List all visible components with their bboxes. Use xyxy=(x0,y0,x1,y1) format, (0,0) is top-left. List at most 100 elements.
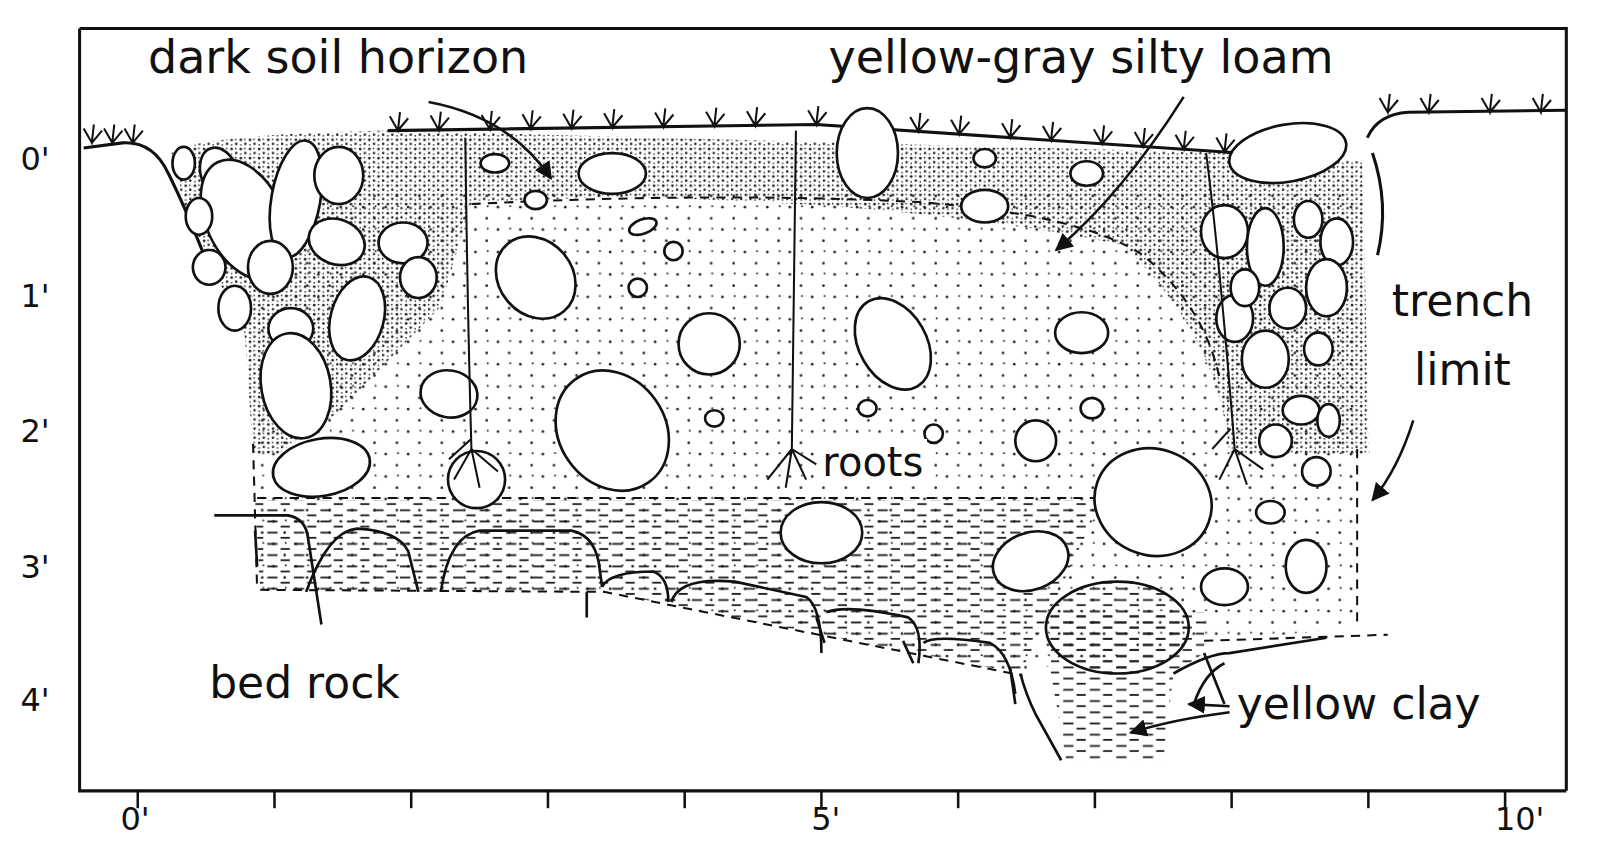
stone xyxy=(579,153,646,194)
stone xyxy=(479,220,592,334)
grass-tuft xyxy=(910,113,928,131)
dark-soil-area xyxy=(171,131,1369,454)
stone xyxy=(1201,568,1248,605)
depth-tick-label: 0' xyxy=(20,141,49,178)
depth-tick-label: 1' xyxy=(20,278,49,315)
stone xyxy=(1201,205,1248,258)
stone xyxy=(961,190,1008,223)
grass-tuft xyxy=(808,106,826,124)
stone xyxy=(629,279,647,297)
grass-tuft xyxy=(1094,125,1112,143)
stone xyxy=(302,211,371,273)
stone xyxy=(248,241,293,294)
stone xyxy=(1304,333,1333,366)
stone xyxy=(679,313,740,374)
stone xyxy=(858,400,876,416)
stone xyxy=(186,198,213,235)
axis-tick xyxy=(957,791,960,808)
axis-tick xyxy=(410,791,413,808)
clay-band xyxy=(255,500,1102,673)
stone xyxy=(1081,398,1103,418)
axis-tick xyxy=(1094,791,1097,808)
trench-label: trench limit xyxy=(1374,267,1550,403)
horizon-boundaries xyxy=(253,197,1388,675)
stone xyxy=(627,215,659,238)
stone xyxy=(193,250,226,285)
grass-tuft xyxy=(1043,122,1061,140)
horizon-label: dark soil horizon xyxy=(148,31,528,84)
stone xyxy=(837,108,898,198)
stone xyxy=(1225,115,1351,192)
stone xyxy=(1269,288,1306,329)
grass-tuft xyxy=(1135,128,1153,146)
stone xyxy=(1070,161,1103,185)
stone xyxy=(1055,312,1108,353)
frame xyxy=(80,29,1567,791)
axis-tick xyxy=(1230,791,1233,808)
stone xyxy=(705,410,723,426)
stone xyxy=(400,257,437,298)
grass-tuft xyxy=(124,124,142,142)
stone xyxy=(524,191,546,209)
stone xyxy=(172,147,194,180)
stone xyxy=(448,451,505,508)
distance-tick-label: 0' xyxy=(120,801,149,838)
axis-tick xyxy=(547,791,550,808)
stone xyxy=(320,270,393,367)
stone xyxy=(664,242,682,260)
grass-tuft xyxy=(1216,133,1234,151)
grass-tuft xyxy=(84,124,102,142)
stone xyxy=(1306,259,1347,316)
bedrock-label: bed rock xyxy=(209,658,400,709)
stone xyxy=(781,502,863,563)
grass-tuft xyxy=(431,112,449,130)
depth-tick-label: 3' xyxy=(20,549,49,586)
roots-label: roots xyxy=(818,439,927,485)
stone xyxy=(984,521,1076,601)
stone xyxy=(532,348,692,513)
stone xyxy=(1231,269,1260,306)
stone xyxy=(1079,432,1227,572)
grass-tuft xyxy=(1533,94,1551,112)
stone xyxy=(1286,540,1327,593)
stone xyxy=(253,327,340,444)
grass-tuft xyxy=(563,110,581,128)
stone xyxy=(218,286,251,331)
stone xyxy=(1283,396,1320,425)
leader-arrows xyxy=(429,97,1414,733)
distance-tick-label: 5' xyxy=(811,801,840,838)
grass-tuft xyxy=(390,112,408,130)
stone xyxy=(314,147,363,204)
roots xyxy=(449,131,1263,488)
grass-tuft xyxy=(706,108,724,126)
distance-tick-label: 10' xyxy=(1495,801,1545,838)
clay-stone xyxy=(1046,582,1189,674)
stone xyxy=(1302,457,1331,486)
grass-tuft xyxy=(1420,94,1438,112)
axis-tick xyxy=(683,791,686,808)
stone xyxy=(1256,501,1285,523)
depth-tick-label: 2' xyxy=(20,413,49,450)
stone xyxy=(1242,331,1289,388)
stone xyxy=(1259,425,1292,458)
grass-tuft xyxy=(655,108,673,126)
stone xyxy=(1317,404,1339,437)
stone xyxy=(481,154,510,172)
stone xyxy=(268,431,374,504)
grass-tuft xyxy=(1482,94,1500,112)
grass-tuft xyxy=(604,109,622,127)
stone xyxy=(1294,201,1323,238)
stones xyxy=(172,108,1353,673)
depth-tick-label: 4' xyxy=(20,682,49,719)
axis-tick xyxy=(1367,791,1370,808)
grass-tuft xyxy=(1380,94,1398,112)
axis-tick xyxy=(273,791,276,808)
clay-label: yellow clay xyxy=(1237,679,1481,730)
grass-tuft xyxy=(747,107,765,125)
stone xyxy=(973,149,995,167)
grass-tuft xyxy=(104,124,122,142)
stone xyxy=(839,285,946,404)
grass-tuft xyxy=(522,110,540,128)
grass-tuft xyxy=(951,116,969,134)
